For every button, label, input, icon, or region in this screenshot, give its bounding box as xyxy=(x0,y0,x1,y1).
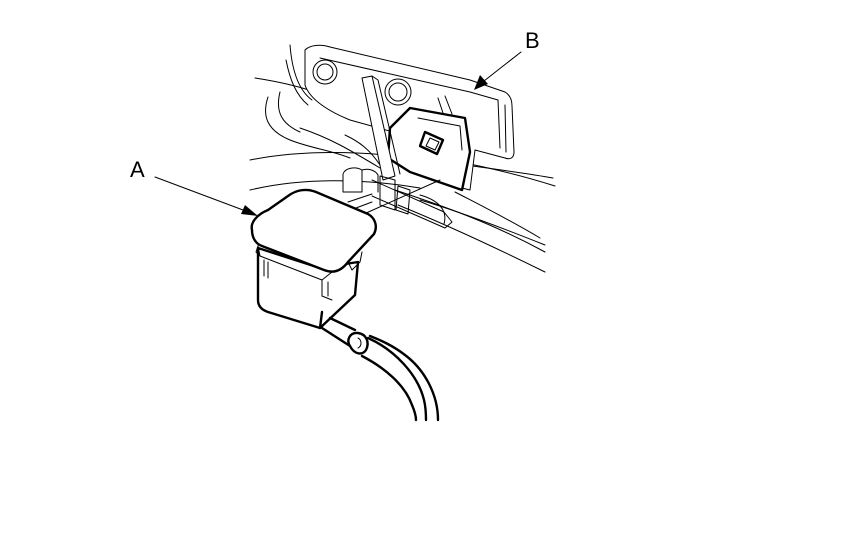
callout-a: A xyxy=(130,157,258,216)
wire-clip xyxy=(339,175,453,229)
mounting-bracket xyxy=(304,44,515,192)
callout-b: B xyxy=(474,28,540,90)
callout-label-a: A xyxy=(130,157,145,182)
arrowhead-a xyxy=(241,205,258,216)
connector xyxy=(250,188,440,422)
leader-line-a xyxy=(154,176,244,211)
arrowhead-b xyxy=(474,75,488,90)
leader-line-b xyxy=(483,51,522,82)
callout-label-b: B xyxy=(525,28,540,53)
support-post xyxy=(342,75,401,193)
